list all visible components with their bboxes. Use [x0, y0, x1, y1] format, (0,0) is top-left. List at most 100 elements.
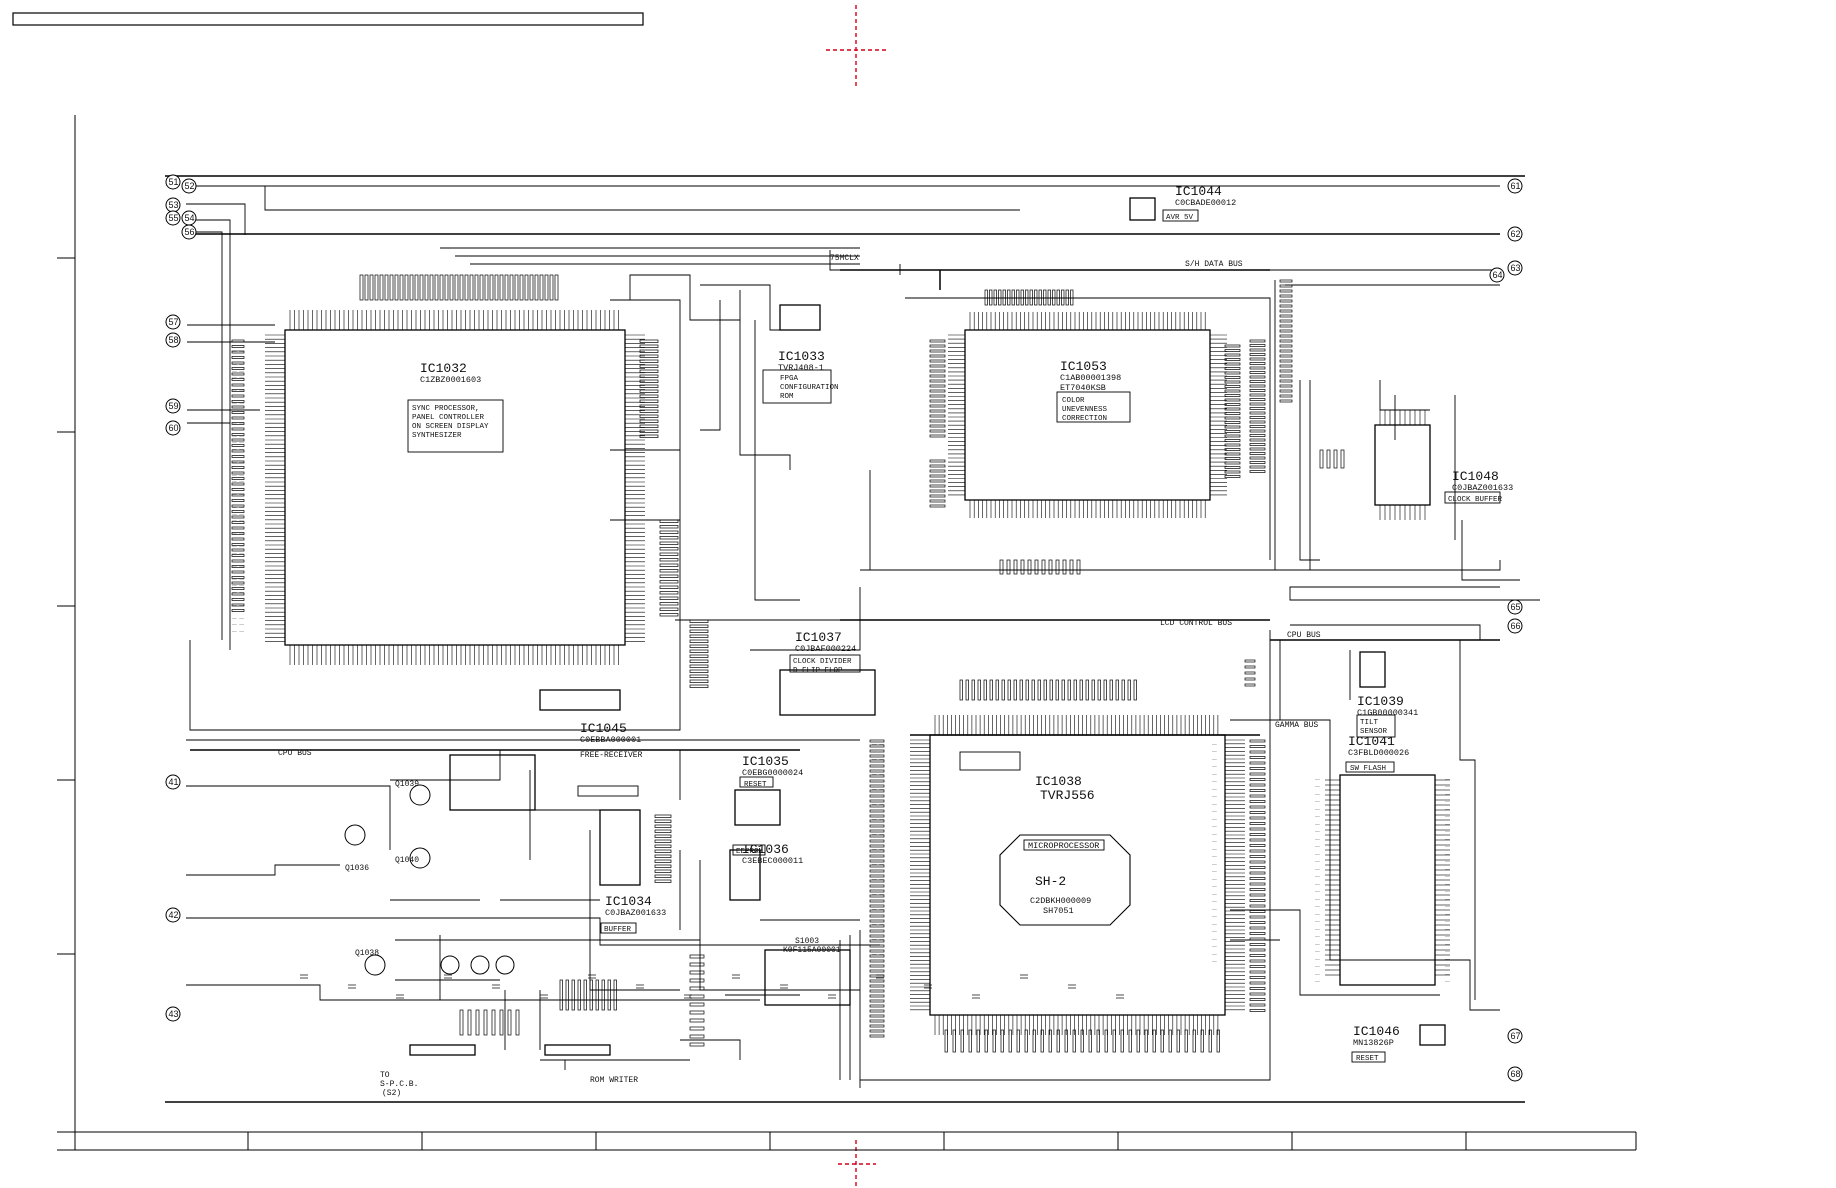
resistor — [1062, 559, 1067, 575]
resistor — [1249, 981, 1266, 985]
resistor — [869, 979, 885, 983]
tiny-annotation: —— — [1444, 966, 1450, 970]
resistor — [1249, 411, 1266, 415]
resistor — [1249, 380, 1266, 383]
tiny-annotation: —— —— — [871, 953, 885, 957]
resistor — [1055, 559, 1060, 575]
resistor — [869, 814, 885, 818]
resistor — [1249, 937, 1266, 941]
resistor — [464, 274, 469, 301]
resistor — [1249, 910, 1266, 913]
resistor — [1127, 679, 1131, 701]
resistor — [1184, 1029, 1188, 1053]
resistor — [1027, 559, 1032, 575]
resistor — [929, 424, 946, 428]
resistor — [359, 274, 364, 301]
resistor — [929, 459, 946, 463]
resistor — [1249, 407, 1266, 410]
resistor — [869, 1034, 885, 1038]
resistor — [689, 1018, 705, 1023]
connector-51-label: 51 — [169, 177, 179, 187]
switch-ref: S1003 — [795, 937, 819, 946]
resistor — [1056, 289, 1060, 306]
resistor — [1249, 800, 1266, 803]
tiny-annotation: —— —— — [231, 617, 245, 621]
resistor — [1011, 289, 1015, 306]
resistor — [231, 477, 245, 480]
resistor — [1279, 329, 1293, 333]
resistor — [1007, 289, 1011, 306]
tiny-annotation: —— —— — [231, 364, 245, 368]
connector-57-label: 57 — [169, 317, 179, 327]
tiny-annotation: —— —— — [231, 604, 245, 608]
ic1038-cpu: SH-2 — [1035, 874, 1066, 889]
resistor — [1279, 349, 1293, 353]
tiny-annotation: —— —— — [231, 448, 245, 452]
tiny-annotation: —— — [1211, 811, 1217, 815]
resistor — [869, 954, 885, 958]
resistor — [1115, 679, 1119, 701]
resistor — [1279, 339, 1293, 343]
resistor — [1279, 334, 1293, 338]
ic1048-body — [1374, 424, 1431, 506]
resistor — [1249, 470, 1266, 473]
resistor — [1043, 679, 1047, 701]
resistor — [869, 894, 885, 898]
transistor-q1038: Q1038 — [355, 949, 379, 958]
tiny-annotation: —— —— — [871, 961, 885, 965]
tiny-annotation: —— —— — [871, 946, 885, 950]
tiny-annotation: —— — [1211, 841, 1217, 845]
tiny-annotation: —— —— — [871, 871, 885, 875]
resistor — [1249, 866, 1266, 869]
resistor — [1224, 470, 1241, 474]
tiny-annotation: —— —— — [231, 624, 245, 628]
tiny-annotation: —— —— — [231, 481, 245, 485]
resistor — [231, 367, 245, 370]
resistor — [869, 939, 885, 943]
tiny-annotation: —— — [1314, 921, 1320, 925]
resistor — [429, 274, 434, 301]
tiny-annotation: —— — [1444, 898, 1450, 902]
resistor — [369, 274, 374, 301]
tiny-annotation: —— — [1444, 913, 1450, 917]
resistor — [1249, 805, 1266, 809]
resistor — [389, 274, 394, 301]
resistor — [475, 1009, 480, 1036]
connector-62: 62 — [1507, 226, 1523, 242]
resistor — [1249, 855, 1266, 858]
resistor — [231, 416, 245, 420]
resistor — [231, 515, 245, 519]
resistor — [231, 521, 245, 524]
resistor — [659, 519, 679, 523]
resistor — [984, 289, 988, 306]
resistor — [1279, 299, 1293, 303]
resistor — [1249, 904, 1266, 908]
resistor — [689, 1002, 705, 1007]
tiny-annotation: —— — [1314, 913, 1320, 917]
resistor — [231, 482, 245, 486]
resistor — [1279, 314, 1293, 318]
ic1041-part: C3FBLD000026 — [1348, 748, 1409, 758]
connector-42-label: 42 — [169, 910, 179, 920]
resistor — [1279, 359, 1293, 363]
ic1032-function-2: ON SCREEN DISPLAY — [412, 423, 489, 431]
tiny-annotation: —— —— — [231, 344, 245, 348]
resistor — [1340, 449, 1345, 469]
resistor — [1224, 344, 1241, 348]
resistor — [1104, 1029, 1108, 1053]
tiny-annotation: —— — [1314, 778, 1320, 782]
tiny-annotation: —— —— — [231, 422, 245, 426]
ic1032-function-0: SYNC PROCESSOR, — [412, 405, 480, 413]
resistor — [1080, 1029, 1084, 1053]
resistor — [1216, 1029, 1220, 1053]
tiny-annotation: —— —— — [231, 442, 245, 446]
tiny-annotation: —— —— — [871, 743, 885, 747]
resistor — [869, 1024, 885, 1028]
resistor — [984, 1029, 988, 1053]
resistor — [1249, 915, 1266, 919]
resistor — [231, 488, 245, 491]
resistor — [960, 1029, 964, 1053]
resistor — [1249, 794, 1266, 798]
